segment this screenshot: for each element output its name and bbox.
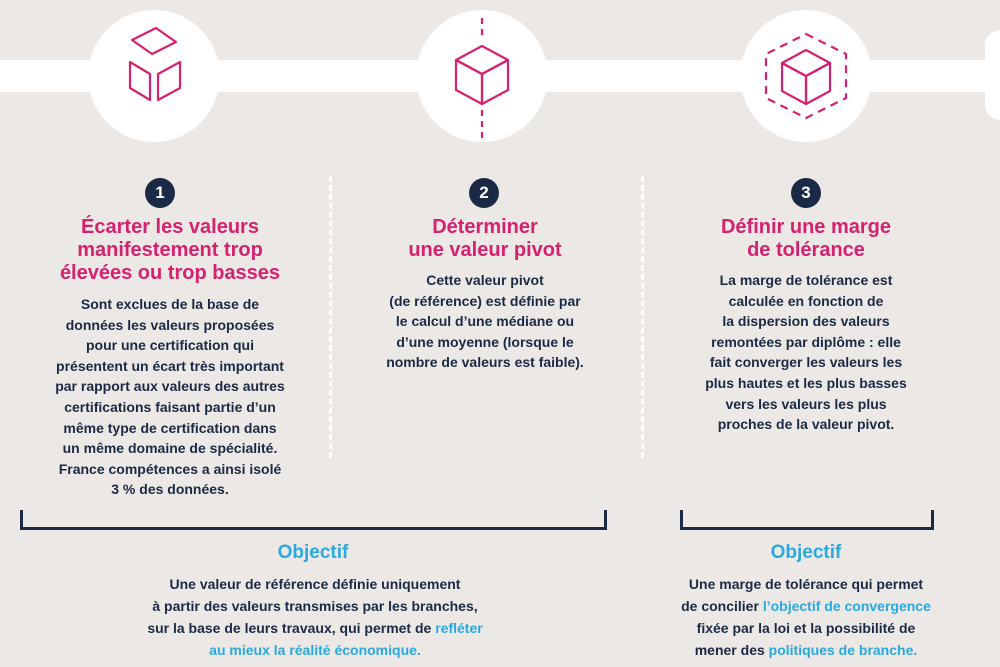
objective-title: Objectif <box>277 542 349 563</box>
separator-dashed <box>641 176 644 458</box>
step-description: Cette valeur pivot (de référence) est dé… <box>386 272 584 371</box>
step-description: Sont exclues de la base de données les v… <box>55 296 285 498</box>
step-number: 2 <box>469 178 499 208</box>
objective-text: Une valeur de référence définie uniqueme… <box>147 576 483 658</box>
separator-dashed <box>329 176 332 458</box>
objective-bracket <box>680 510 934 530</box>
objective-title: Objectif <box>770 542 842 563</box>
step-number: 1 <box>145 178 175 208</box>
step-title: Écarter les valeurs manifestement trop é… <box>59 216 281 284</box>
objective-text: Une marge de tolérance qui permet de con… <box>681 576 931 658</box>
scattered-cube-icon <box>128 26 182 102</box>
step-1-circle <box>88 10 220 142</box>
step-description: La marge de tolérance est calculée en fo… <box>705 272 907 433</box>
cube-tolerance-icon <box>764 32 848 120</box>
objective-bracket <box>20 510 607 530</box>
step-title: Définir une marge de tolérance <box>720 216 892 261</box>
step-3-circle <box>740 10 872 142</box>
cube-pivot-icon <box>454 18 510 142</box>
step-2-circle <box>416 10 548 142</box>
step-number: 3 <box>791 178 821 208</box>
next-step-circle-edge <box>985 30 1000 120</box>
step-title: Déterminer une valeur pivot <box>408 216 562 261</box>
